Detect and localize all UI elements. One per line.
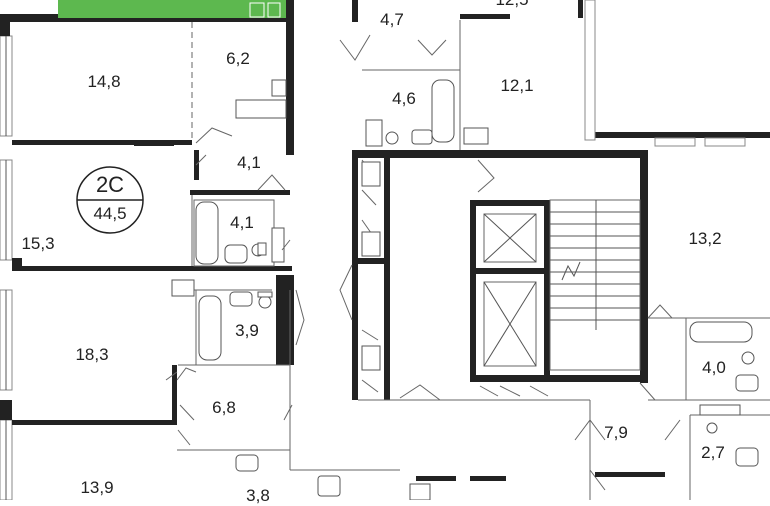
elevator-shafts — [483, 213, 537, 367]
room-area-6-2: 6,2 — [226, 49, 250, 68]
room-area-4-1-bath: 4,1 — [230, 213, 254, 232]
selected-unit-highlight[interactable] — [58, 0, 294, 20]
plumbing-left — [171, 79, 287, 472]
room-area-3-9: 3,9 — [235, 321, 259, 340]
room-area-4-0: 4,0 — [702, 358, 726, 377]
room-area-4-7: 4,7 — [380, 10, 404, 29]
left-facade-windows — [0, 35, 13, 500]
walls-right-block — [317, 304, 770, 500]
room-area-3-8: 3,8 — [246, 486, 270, 505]
stairwell — [549, 199, 641, 371]
room-area-2-7: 2,7 — [701, 443, 725, 462]
room-area-12-5: 12,5 — [495, 0, 528, 10]
room-area-13-2: 13,2 — [688, 229, 722, 248]
apartment-area: 44,5 — [93, 204, 127, 223]
room-area-7-9: 7,9 — [604, 423, 628, 442]
partitions-left — [177, 22, 400, 471]
room-area-4-6: 4,6 — [392, 89, 416, 108]
room-area-6-8: 6,8 — [212, 398, 236, 417]
room-area-4-1-hall: 4,1 — [237, 153, 261, 172]
room-area-15-3: 15,3 — [21, 234, 55, 253]
room-area-12-1: 12,1 — [500, 76, 534, 95]
room-area-13-9: 13,9 — [80, 478, 114, 497]
apartment-badge[interactable] — [75, 165, 145, 235]
doors-left — [165, 127, 305, 446]
walls-center — [352, 0, 770, 481]
right-facade-windows — [584, 0, 746, 147]
room-area-18-3: 18,3 — [75, 345, 109, 364]
partitions-center — [339, 20, 590, 401]
apartment-code: 2C — [95, 172, 125, 197]
room-area-14-8: 14,8 — [87, 72, 121, 91]
